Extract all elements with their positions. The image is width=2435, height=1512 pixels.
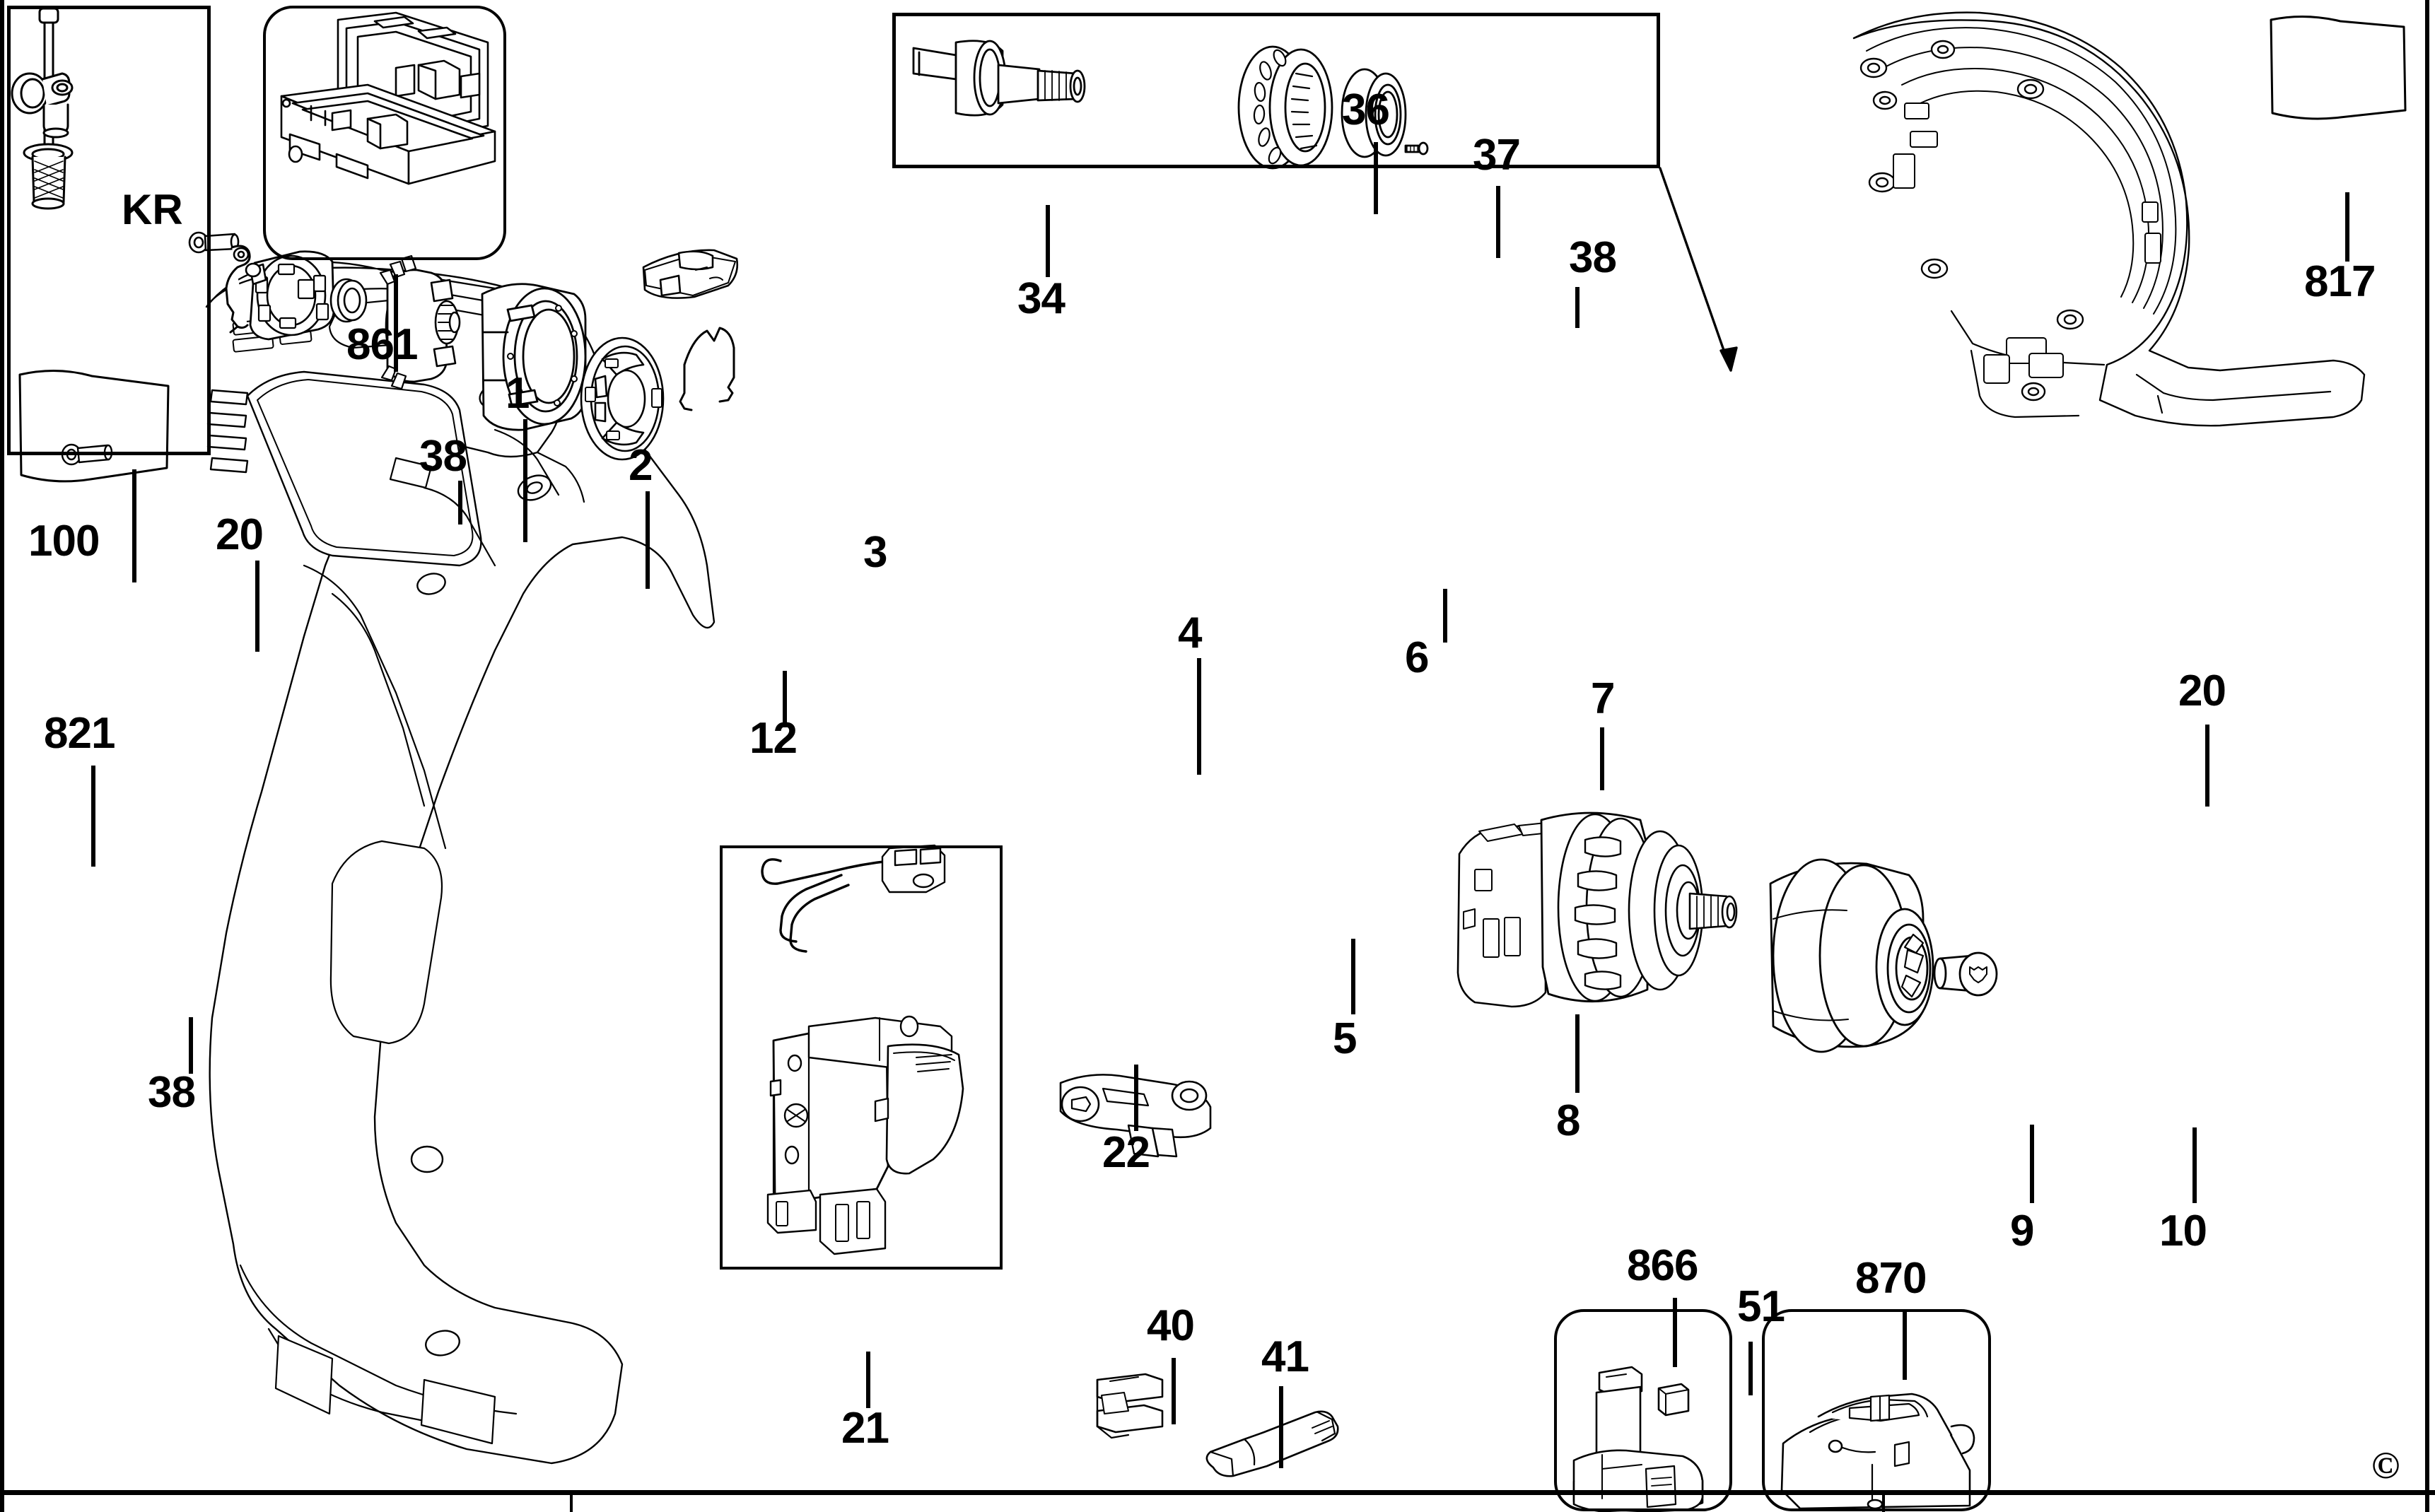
callout-8: 8 — [1556, 1096, 1580, 1145]
frame-bottom-border — [0, 1490, 2435, 1495]
leader-line-37 — [1496, 186, 1500, 258]
leader-line-20 — [255, 561, 259, 652]
leader-line-9 — [2030, 1125, 2034, 1203]
right-housing-art — [1852, 11, 2407, 427]
callout-4: 4 — [1178, 609, 1202, 657]
inset-box-spindle-kit — [892, 13, 1660, 168]
inset-box-tool-case — [263, 6, 506, 260]
leader-line-100 — [132, 469, 136, 582]
callout-22: 22 — [1102, 1128, 1150, 1177]
chuck-art — [1769, 858, 1998, 1053]
callout-866: 866 — [1627, 1241, 1698, 1290]
leader-line-36 — [1374, 142, 1378, 214]
callout-1: 1 — [506, 369, 530, 418]
callout-40: 40 — [1147, 1301, 1195, 1350]
leader-line-51 — [1748, 1342, 1753, 1395]
bit-and-clip-art — [1096, 1373, 1339, 1477]
leader-line-10 — [2192, 1127, 2197, 1203]
callout-36: 36 — [1342, 86, 1390, 134]
leader-line-34 — [1046, 205, 1050, 277]
frame-left-border — [0, 0, 4, 1512]
inset-box-kr-kit — [7, 6, 211, 455]
title-block-divider-1 — [570, 1495, 573, 1512]
callout-41: 41 — [1261, 1332, 1309, 1381]
leader-line-4 — [1197, 658, 1201, 775]
callout-20: 20 — [2178, 667, 2226, 715]
callout-21: 21 — [841, 1404, 889, 1453]
leader-line-5 — [1351, 939, 1355, 1014]
leader-line-40 — [1172, 1358, 1176, 1424]
leader-line-38 — [458, 481, 462, 524]
leader-line-12 — [783, 671, 787, 727]
inset-box-battery-pack — [1554, 1309, 1732, 1511]
frame-right-border — [2425, 0, 2429, 1512]
inset-box-charger — [1762, 1309, 1991, 1511]
kr-kit-label: KR — [122, 186, 183, 233]
leader-line-6 — [1443, 589, 1447, 643]
callout-5: 5 — [1333, 1014, 1357, 1063]
cover-plate-art — [642, 249, 739, 299]
leader-line-7 — [1600, 727, 1604, 790]
leader-line-817 — [2345, 192, 2349, 262]
leader-line-1 — [523, 419, 527, 542]
callout-38: 38 — [148, 1068, 196, 1117]
callout-817: 817 — [2304, 257, 2376, 306]
leader-line-2 — [646, 491, 650, 589]
callout-38: 38 — [419, 432, 467, 481]
callout-100: 100 — [28, 517, 100, 565]
leader-line-866 — [1673, 1298, 1677, 1367]
inset-box-switch — [720, 845, 1003, 1270]
leader-line-21 — [866, 1352, 870, 1408]
callout-7: 7 — [1591, 674, 1615, 723]
leader-line-20 — [2205, 725, 2209, 807]
callout-2: 2 — [629, 441, 653, 490]
leader-line-821 — [91, 766, 95, 867]
leader-line-8 — [1575, 1014, 1579, 1093]
callout-20: 20 — [216, 510, 264, 559]
gear-case-art — [481, 283, 587, 431]
callout-10: 10 — [2159, 1207, 2207, 1255]
callout-821: 821 — [44, 709, 115, 758]
callout-37: 37 — [1473, 131, 1521, 180]
callout-12: 12 — [749, 714, 798, 763]
gearbox-clutch-art — [1456, 811, 1738, 1008]
leader-line-870 — [1903, 1311, 1907, 1380]
title-block-divider-2 — [1882, 1495, 1885, 1512]
leader-line-38 — [189, 1017, 193, 1074]
callout-9: 9 — [2010, 1207, 2034, 1255]
leader-line-861 — [394, 274, 398, 372]
leader-line-22 — [1134, 1065, 1138, 1131]
copyright-mark: © — [2371, 1444, 2400, 1487]
callout-870: 870 — [1855, 1254, 1927, 1303]
callout-6: 6 — [1405, 633, 1429, 682]
callout-861: 861 — [346, 320, 418, 369]
callout-3: 3 — [863, 528, 887, 577]
callout-51: 51 — [1737, 1282, 1785, 1331]
callout-34: 34 — [1017, 274, 1065, 323]
callout-38: 38 — [1569, 233, 1617, 282]
leader-line-41 — [1279, 1386, 1283, 1468]
inset-leader-line — [1659, 167, 1738, 372]
leader-line-38 — [1575, 287, 1579, 328]
spring-clip-art — [679, 327, 735, 411]
